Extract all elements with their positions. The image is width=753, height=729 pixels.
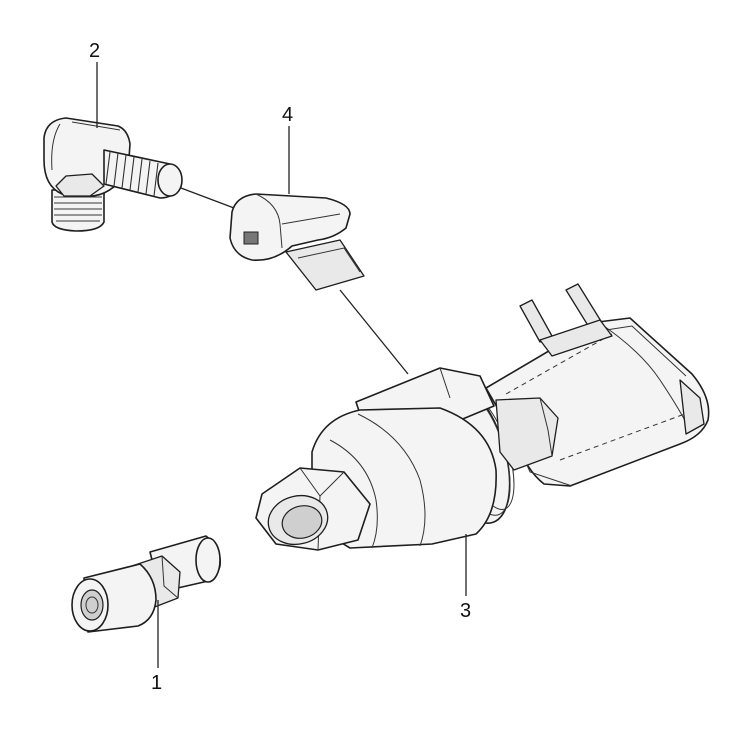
part-1-straight-fitting: [71, 535, 222, 633]
callout-3: 3: [460, 600, 471, 622]
part-4-connector-cap: [229, 193, 365, 291]
leader-lines: [96, 62, 467, 668]
callout-1: 1: [151, 672, 162, 694]
part-2-elbow-fitting: [43, 117, 183, 232]
part-3-solenoid-valve: [255, 283, 710, 551]
callout-4: 4: [282, 104, 293, 126]
connector-line-2-4: [180, 187, 235, 209]
callout-2: 2: [89, 40, 100, 62]
connector-line-4-3: [339, 289, 409, 375]
